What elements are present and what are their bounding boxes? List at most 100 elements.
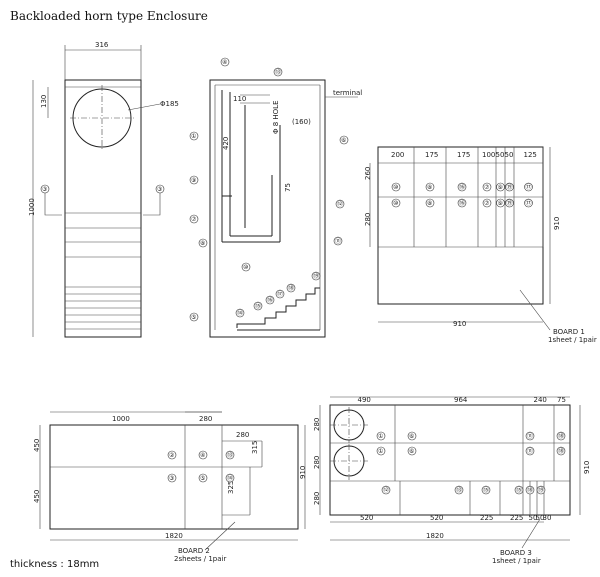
front-callout-right: ③: [157, 186, 162, 193]
drawing-title: Backloaded horn type Enclosure: [10, 9, 208, 23]
board3-top-width: 75: [557, 396, 566, 404]
board1-part: ⑰: [526, 199, 532, 207]
side-callout: ⑲: [313, 272, 319, 280]
board3-part-circle: [525, 446, 535, 456]
board1-total-width: 910: [453, 320, 466, 328]
board1-part: ⑩: [393, 184, 398, 191]
board2-part-circle: [225, 450, 235, 460]
board2-h450a: 450: [33, 439, 41, 452]
board1-part-circle: [505, 182, 514, 192]
board1-part-circle: [457, 182, 467, 192]
front-view: 316 130 1000 Φ185 ③ ③: [28, 41, 179, 338]
board1-h1: 260: [364, 167, 372, 180]
board1-part-circle: [505, 198, 514, 208]
side-dim-160: (160): [292, 118, 311, 126]
board3-h280a: 280: [313, 418, 321, 431]
board2-h315: 315: [251, 441, 259, 454]
board2-part: ④: [200, 452, 205, 459]
board3-total-width: 1820: [426, 532, 444, 540]
board1-part-circle: [524, 198, 533, 208]
board2-part: ⑬: [227, 451, 233, 459]
board3-h280b: 280: [313, 456, 321, 469]
side-callout-circle: [273, 67, 283, 77]
side-dim-420: 420: [222, 137, 230, 150]
board3-part-circle: [381, 485, 391, 495]
board1-part-circle: [391, 182, 401, 192]
front-width-dim: 316: [95, 41, 109, 49]
board3-top-width: 964: [454, 396, 468, 404]
board1-name: BOARD 1: [553, 328, 585, 336]
board2-part-circle: [198, 450, 208, 460]
board1-part-circle: [482, 198, 492, 208]
board-2: 1000 280 280 315 325 450 450 1820 910 BO…: [33, 411, 307, 563]
board1-width-label: 200: [391, 151, 404, 159]
board1-part-circle: [457, 198, 467, 208]
side-callout-circle: [189, 312, 199, 322]
side-callout-circle: [253, 301, 263, 311]
side-callout-circle: [339, 135, 349, 145]
side-callout-circle: [275, 289, 285, 299]
board3-top-width: 240: [534, 396, 547, 404]
side-dim-75: 75: [284, 183, 292, 192]
board3-total-height: 910: [583, 461, 591, 474]
side-callout: ⑪: [335, 237, 341, 245]
side-dim-110: 110: [233, 95, 246, 103]
board2-part: ③: [169, 475, 174, 482]
board3-part-circle: [376, 446, 386, 456]
side-callout: ⑤: [191, 314, 196, 321]
board1-width-label: 125: [524, 151, 537, 159]
board2-total-height: 910: [299, 466, 307, 479]
side-view: 110 420 (160) 75 Φ 8 HOLE terminal: [209, 79, 362, 338]
board-3: 1820 280 280 280 910 BOARD 3 1sheet / 1p…: [313, 396, 591, 565]
board1-part: ⑨: [498, 184, 503, 191]
board1-part: ⑩: [393, 200, 398, 207]
board3-part-circle: [407, 431, 417, 441]
board1-part: ⑧: [427, 200, 432, 207]
board2-h450b: 450: [33, 490, 41, 503]
board1-part-circle: [482, 182, 492, 192]
side-callout: ⑬: [275, 68, 281, 76]
board1-part: ⑰: [526, 183, 532, 191]
front-offset-dim: 130: [40, 95, 48, 108]
board1-part: ⑯: [459, 183, 465, 191]
board3-sheet: 1sheet / 1pair: [492, 557, 541, 565]
board3-part-circle: [525, 485, 535, 495]
board2-part-circle: [225, 473, 235, 483]
side-callout-circle: [198, 238, 208, 248]
board1-part: ⑨: [498, 200, 503, 207]
side-callout: ⑮: [255, 302, 261, 310]
side-callout: ⑱: [288, 284, 294, 292]
side-callout-circle: [220, 57, 230, 67]
board3-part: ⑪: [527, 447, 533, 455]
board1-part: ⑲: [507, 199, 513, 207]
board1-part-circle: [391, 198, 401, 208]
side-callout: ④: [222, 59, 227, 66]
board1-part-circle: [425, 182, 435, 192]
board3-bottom-width: 520: [430, 514, 443, 522]
board3-bottom-width: 30: [543, 514, 552, 522]
board3-part-circle: [407, 446, 417, 456]
side-callout-circle: [241, 262, 251, 272]
board2-part-circle: [198, 473, 208, 483]
board3-part: ①: [378, 448, 383, 455]
board3-bottom-width: 520: [360, 514, 373, 522]
board1-part-circle: [496, 182, 505, 192]
board1-h2: 280: [364, 213, 372, 226]
board1-part-circle: [425, 198, 435, 208]
side-callout: ⑨: [191, 177, 196, 184]
board2-part: ⑭: [227, 474, 233, 482]
board3-part: ⑱: [527, 486, 533, 494]
side-callout: ⑰: [277, 290, 283, 298]
board3-part: ①: [378, 433, 383, 440]
board1-width-label: 175: [425, 151, 438, 159]
front-height-dim: 1000: [28, 198, 36, 216]
board2-part: ⑤: [200, 475, 205, 482]
board3-part: ⑱: [558, 447, 564, 455]
board3-part-circle: [376, 431, 386, 441]
